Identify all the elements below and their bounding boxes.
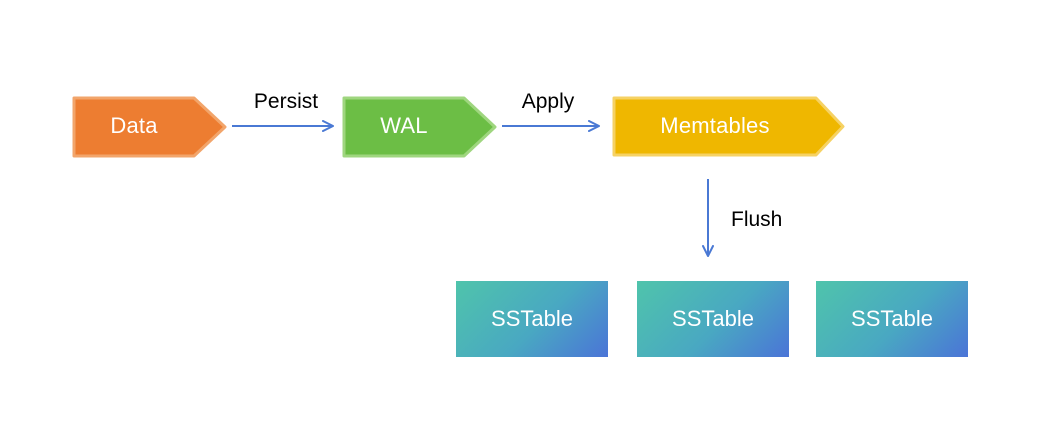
- node-data-label: Data: [110, 113, 158, 139]
- node-sstable-2: SSTable: [637, 281, 789, 357]
- chevron-right-shape-icon: [342, 96, 497, 158]
- node-wal: WAL: [342, 96, 497, 158]
- memtables-chevron-polygon: [612, 96, 845, 157]
- edge-apply-label: Apply: [521, 90, 575, 113]
- node-wal-label: WAL: [380, 113, 428, 139]
- node-data: Data: [72, 96, 227, 158]
- arrow-right-icon: [502, 120, 600, 132]
- chevron-right-shape-icon: [612, 96, 845, 157]
- edge-flush-label: Flush: [731, 208, 783, 231]
- edge-persist-label: Persist: [253, 90, 319, 113]
- wal-chevron-polygon: [342, 96, 497, 158]
- node-sstable-3-label: SSTable: [851, 306, 933, 331]
- arrow-down-icon: [702, 179, 714, 257]
- arrow-right-icon: [232, 120, 334, 132]
- node-memtables: Memtables: [612, 96, 845, 157]
- node-memtables-label: Memtables: [660, 112, 770, 138]
- data-chevron-polygon: [72, 96, 227, 158]
- node-sstable-3: SSTable: [816, 281, 968, 357]
- node-sstable-1: SSTable: [456, 281, 608, 357]
- node-sstable-2-label: SSTable: [672, 306, 754, 331]
- node-sstable-1-label: SSTable: [491, 306, 573, 331]
- chevron-right-shape-icon: [72, 96, 227, 158]
